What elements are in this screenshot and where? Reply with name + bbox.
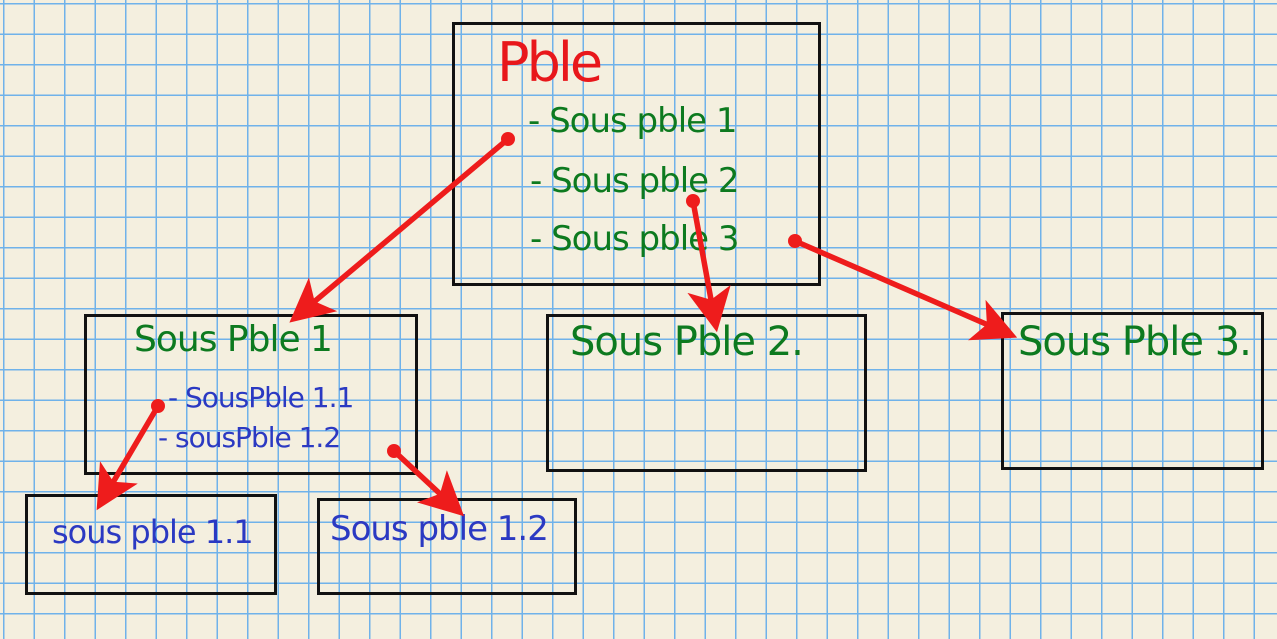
sub-problem-1-2-title: Sous pble 1.2 <box>330 509 549 549</box>
root-item-1: - Sous pble 1 <box>528 101 737 141</box>
root-title: Pble <box>497 31 603 94</box>
root-item-3: - Sous pble 3 <box>530 219 739 259</box>
sub-problem-3-box <box>1001 312 1264 470</box>
root-item-2: - Sous pble 2 <box>530 161 739 201</box>
sub-problem-1-1-title: sous pble 1.1 <box>52 513 254 551</box>
sub-problem-3-title: Sous Pble 3. <box>1018 319 1252 365</box>
sub-problem-2-title: Sous Pble 2. <box>570 319 804 365</box>
sub-problem-1-item-2: - sousPble 1.2 <box>158 421 341 454</box>
sub-problem-1-title: Sous Pble 1 <box>134 319 333 360</box>
sub-problem-1-item-1: - SousPble 1.1 <box>168 381 354 414</box>
sub-problem-1-box <box>84 314 418 475</box>
